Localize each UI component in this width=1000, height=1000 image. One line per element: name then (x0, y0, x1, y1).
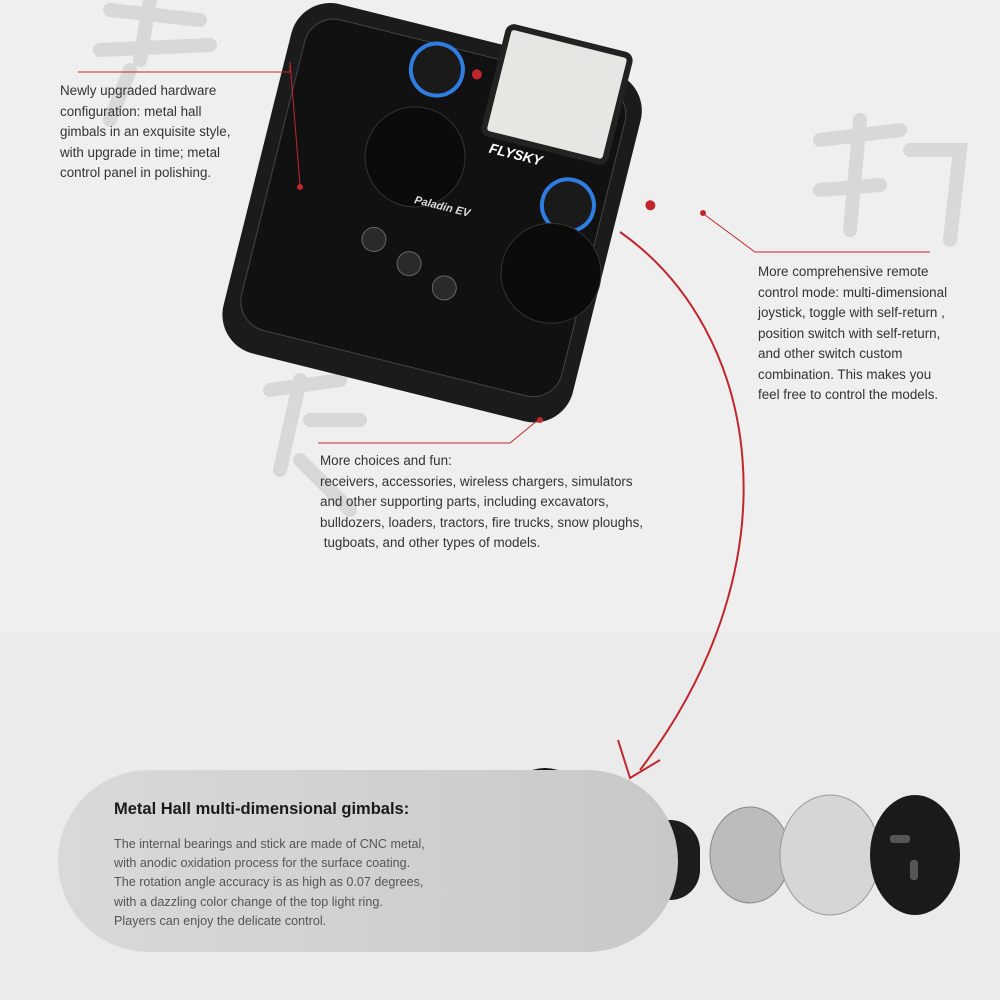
gimbal-info-panel (58, 770, 678, 952)
gimbal-title: Metal Hall multi-dimensional gimbals: (114, 800, 410, 818)
hardware-annotation: Newly upgraded hardware configuration: m… (60, 83, 231, 180)
gimbal-description: The internal bearings and stick are made… (114, 837, 425, 928)
choices-annotation: More choices and fun: receivers, accesso… (320, 453, 644, 550)
controller: FLYSKY Paladin EV (222, 3, 656, 423)
screen (481, 24, 633, 165)
calligraphy-decoration (93, 0, 968, 517)
left-joystick (408, 41, 465, 98)
control-mode-annotation: More comprehensive remote control mode: … (758, 264, 948, 402)
